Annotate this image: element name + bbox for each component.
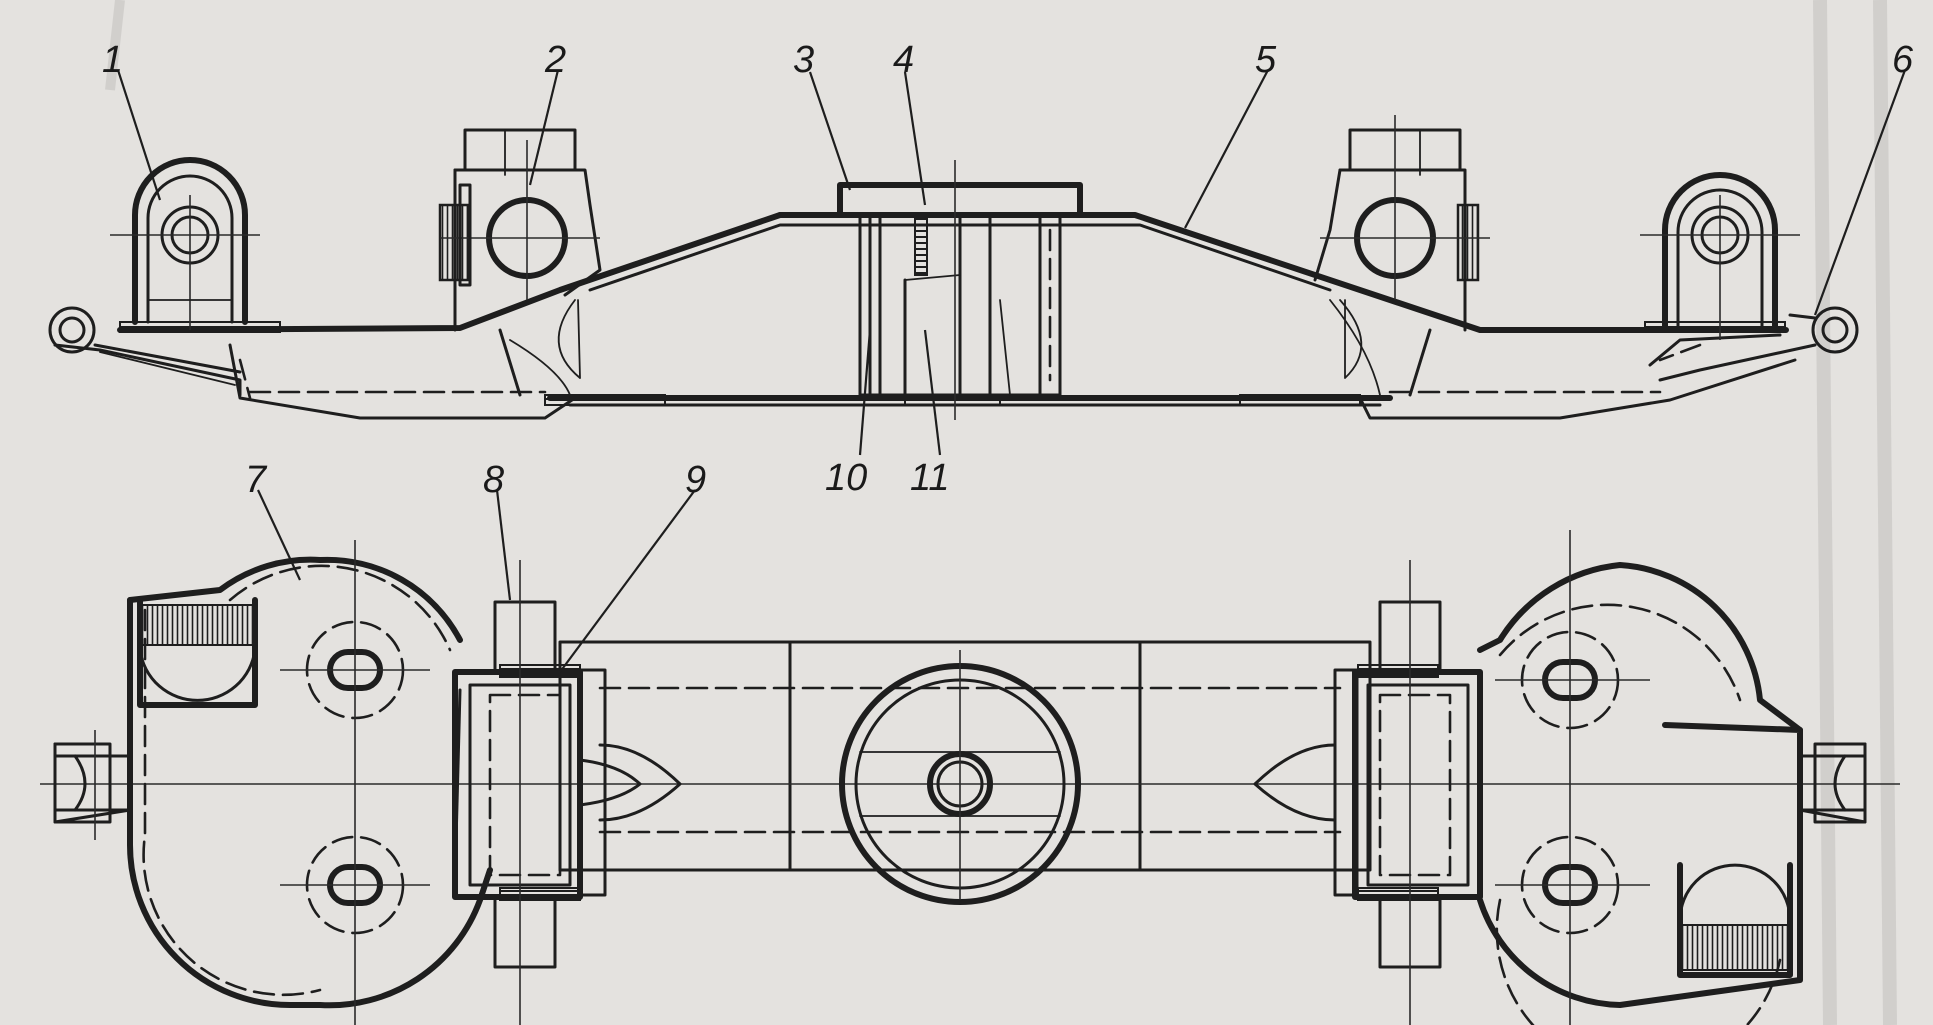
spring-pad-left	[119, 321, 281, 333]
bolster-end-left	[53, 540, 493, 1025]
center-pivot-plan	[839, 650, 1081, 905]
spring-bracket-right	[1640, 172, 1800, 340]
spring-pad-right	[1644, 321, 1786, 333]
callout-4: 4	[893, 39, 914, 81]
axle-beam-plan	[40, 640, 1900, 872]
callout-2: 2	[544, 39, 566, 81]
plan-view	[40, 530, 1900, 1025]
leader-lines	[116, 69, 1907, 673]
bottom-plate-right	[1239, 394, 1361, 406]
callout-3: 3	[793, 39, 814, 81]
end-lug-left	[48, 306, 242, 397]
center-pivot-side	[837, 160, 1083, 420]
bolster-end-right	[1477, 530, 1867, 1025]
brake-box-right	[1253, 560, 1483, 1025]
spring-bracket-left	[110, 157, 260, 330]
callout-6: 6	[1892, 39, 1914, 81]
bottom-plate-left	[544, 394, 666, 406]
callout-1: 1	[102, 39, 123, 81]
brake-bracket-left	[438, 128, 602, 332]
callout-11: 11	[910, 457, 949, 499]
callout-7: 7	[245, 459, 268, 501]
end-lug-right	[1648, 306, 1859, 382]
side-view	[48, 115, 1859, 420]
brake-box-left	[452, 560, 682, 1025]
callout-labels: 1 2 3 4 5 6 7 8 9 10 11	[102, 39, 1914, 501]
axle-beam-side	[117, 212, 1797, 420]
callout-8: 8	[483, 459, 504, 501]
callout-9: 9	[685, 459, 706, 501]
brake-bracket-right	[1313, 115, 1490, 332]
callout-5: 5	[1255, 39, 1277, 81]
background-texture	[105, 0, 1897, 1025]
callout-10: 10	[825, 457, 867, 499]
